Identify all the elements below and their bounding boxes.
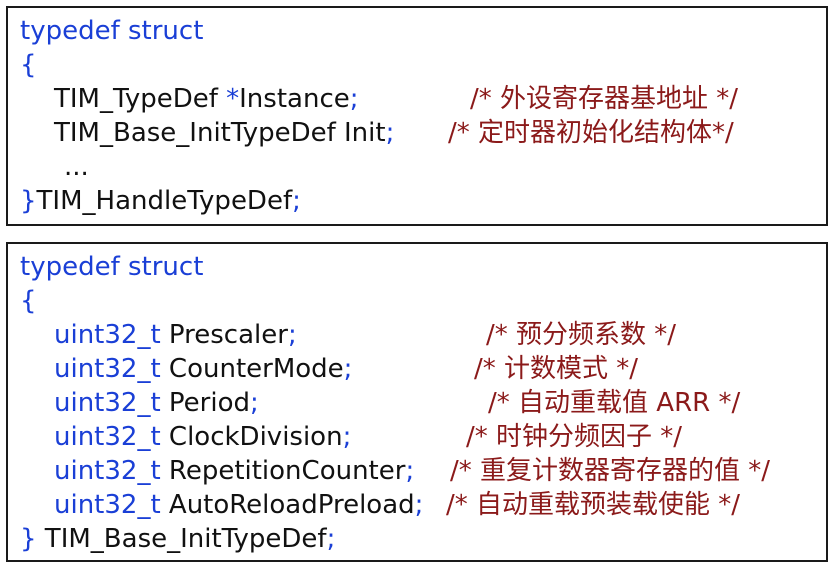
field-type: TIM_TypeDef <box>54 84 227 114</box>
semicolon: ; <box>292 186 301 216</box>
pointer-star: * <box>226 84 240 114</box>
typedef-struct-keyword: typedef struct <box>20 252 204 282</box>
field-type: uint32_t <box>54 422 161 452</box>
code-block-base-init-typedef: typedef struct { uint32_t Prescaler; /* … <box>6 242 828 562</box>
field-name: Period <box>160 388 250 418</box>
comment-repetition-counter: /* 重复计数器寄存器的值 */ <box>450 456 771 486</box>
ellipsis: ... <box>64 152 89 182</box>
open-brace: { <box>20 50 37 80</box>
field-name: CounterMode <box>160 354 344 384</box>
field-auto-reload-preload: uint32_t AutoReloadPreload; <box>54 488 423 522</box>
comment-auto-reload-preload: /* 自动重载预装载使能 */ <box>446 490 741 520</box>
field-clock-division: uint32_t ClockDivision; <box>54 420 351 454</box>
field-period: uint32_t Period; <box>54 386 259 420</box>
comment-instance: /* 外设寄存器基地址 */ <box>470 84 739 114</box>
field-type-name: TIM_Base_InitTypeDef Init <box>54 118 386 148</box>
comment-prescaler: /* 预分频系数 */ <box>486 320 677 350</box>
field-type: uint32_t <box>54 320 161 350</box>
field-name: ClockDivision <box>160 422 343 452</box>
field-instance: TIM_TypeDef *Instance; <box>54 82 359 116</box>
field-type: uint32_t <box>54 354 161 384</box>
comment-init: /* 定时器初始化结构体*/ <box>448 118 734 148</box>
open-brace: { <box>20 286 37 316</box>
semicolon: ; <box>349 84 359 114</box>
semicolon: ; <box>342 422 352 452</box>
field-type: uint32_t <box>54 388 161 418</box>
comment-clock-division: /* 时钟分频因子 */ <box>466 422 683 452</box>
field-name: Instance <box>239 84 350 114</box>
field-prescaler: uint32_t Prescaler; <box>54 318 297 352</box>
field-type: uint32_t <box>54 490 161 520</box>
semicolon: ; <box>287 320 297 350</box>
comment-counter-mode: /* 计数模式 */ <box>474 354 639 384</box>
semicolon: ; <box>405 456 415 486</box>
struct-closing-init: } TIM_Base_InitTypeDef; <box>20 522 335 556</box>
struct-name: TIM_HandleTypeDef <box>36 186 293 216</box>
field-type: uint32_t <box>54 456 161 486</box>
field-counter-mode: uint32_t CounterMode; <box>54 352 352 386</box>
semicolon: ; <box>343 354 353 384</box>
field-name: Prescaler <box>160 320 288 350</box>
semicolon: ; <box>385 118 395 148</box>
semicolon: ; <box>414 490 424 520</box>
semicolon: ; <box>250 388 259 418</box>
field-init: TIM_Base_InitTypeDef Init; <box>54 116 394 150</box>
struct-closing-handle: }TIM_HandleTypeDef; <box>20 184 301 218</box>
comment-period: /* 自动重载值 ARR */ <box>488 388 741 418</box>
field-name: RepetitionCounter <box>160 456 406 486</box>
semicolon: ; <box>326 524 336 554</box>
close-brace: } <box>20 186 37 216</box>
typedef-struct-keyword: typedef struct <box>20 16 204 46</box>
field-repetition-counter: uint32_t RepetitionCounter; <box>54 454 414 488</box>
close-brace: } <box>20 524 37 554</box>
struct-name: TIM_Base_InitTypeDef <box>36 524 327 554</box>
code-block-handle-typedef: typedef struct { TIM_TypeDef *Instance; … <box>6 6 828 226</box>
field-name: AutoReloadPreload <box>160 490 415 520</box>
